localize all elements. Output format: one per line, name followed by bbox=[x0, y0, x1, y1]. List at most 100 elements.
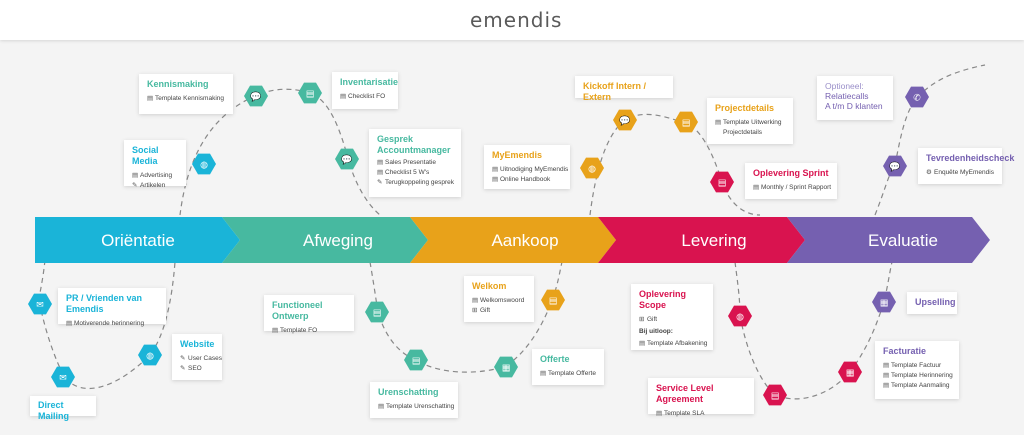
card-item: User Cases bbox=[188, 355, 222, 362]
svg-text:💬: 💬 bbox=[341, 154, 352, 166]
globe-icon: ◍ bbox=[192, 153, 216, 175]
card-item: Template Afbakening bbox=[647, 340, 708, 347]
card-item: Welkomswoord bbox=[480, 297, 525, 304]
svg-text:💬: 💬 bbox=[250, 91, 261, 103]
svg-text:✉: ✉ bbox=[36, 301, 44, 311]
svg-text:✆: ✆ bbox=[913, 94, 921, 104]
card-offerte: Offerte ▤Template Offerte bbox=[532, 349, 604, 385]
card-inventarisatie: Inventarisatie ▤Checklist FO bbox=[332, 72, 398, 109]
card-item: Uitnodiging MyEmendis bbox=[500, 166, 569, 173]
card-projectdetails: Projectdetails ▤Template Uitwerking Proj… bbox=[707, 98, 793, 144]
document-icon: ▤ bbox=[710, 171, 734, 193]
stage-evaluatie bbox=[787, 217, 990, 263]
card-item: Projectdetails bbox=[723, 129, 763, 136]
gear-icon: ⚙ bbox=[926, 169, 932, 176]
document-icon: ▤ bbox=[340, 93, 347, 100]
card-upselling: Upselling bbox=[907, 292, 957, 314]
document-icon: ▤ bbox=[66, 320, 73, 327]
card-subheading: Bij uitloop: bbox=[639, 328, 673, 335]
svg-text:◍: ◍ bbox=[736, 313, 744, 323]
document-icon: ▤ bbox=[378, 403, 385, 410]
stage-label-orientatie: Oriëntatie bbox=[101, 231, 175, 250]
document-icon: ▤ bbox=[492, 166, 499, 173]
card-tevredenheidscheck: Tevredenheidscheck ⚙Enquête MyEmendis bbox=[918, 148, 1015, 184]
document-icon: ▤ bbox=[472, 297, 479, 304]
card-item: Gift bbox=[480, 307, 491, 314]
money-icon: ▦ bbox=[838, 361, 862, 383]
card-title: Upselling bbox=[915, 297, 956, 307]
mail-icon: ✉ bbox=[28, 293, 52, 315]
card-title: Oplevering Scope bbox=[639, 289, 687, 310]
phone-icon: ✆ bbox=[905, 86, 929, 108]
card-title: Service Level Agreement bbox=[656, 383, 714, 404]
emendis-logo[interactable]: emendis bbox=[470, 8, 563, 32]
document-icon: ▤ bbox=[639, 340, 646, 347]
svg-text:✉: ✉ bbox=[59, 374, 67, 384]
svg-text:▤: ▤ bbox=[682, 119, 691, 129]
card-title: MyEmendis bbox=[492, 150, 543, 160]
card-title: Welkom bbox=[472, 281, 507, 291]
document-icon: ▤ bbox=[656, 410, 663, 417]
globe-icon: ◍ bbox=[580, 157, 604, 179]
card-title: Tevredenheidscheck bbox=[926, 153, 1015, 163]
card-subtitle: A t/m D klanten bbox=[825, 101, 883, 111]
stage-label-levering: Levering bbox=[681, 231, 746, 250]
card-item: Artikelen bbox=[140, 182, 166, 189]
document-icon: ▤ bbox=[674, 111, 698, 133]
svg-text:▤: ▤ bbox=[718, 179, 727, 189]
card-item: Template Herinnering bbox=[891, 372, 953, 379]
card-item: Template FO bbox=[280, 327, 318, 334]
card-facturatie: Facturatie ▤Template Factuur ▤Template H… bbox=[875, 341, 959, 399]
card-item: Enquête MyEmendis bbox=[934, 169, 994, 176]
card-item: Template Factuur bbox=[891, 362, 942, 369]
card-website: Website ✎User Cases ✎SEO bbox=[172, 334, 222, 380]
chat-icon: 💬 bbox=[244, 85, 268, 107]
card-functioneel-ontwerp: Functioneel Ontwerp ▤Template FO bbox=[264, 295, 354, 334]
document-icon: ▤ bbox=[753, 184, 760, 191]
stage-afweging bbox=[222, 217, 428, 263]
stage-label-evaluatie: Evaluatie bbox=[868, 231, 938, 250]
globe-icon: ◍ bbox=[138, 344, 162, 366]
header: emendis bbox=[0, 0, 1024, 40]
card-title: Website bbox=[180, 339, 215, 349]
card-optioneel-relatiecalls: Optioneel: Relatiecalls A t/m D klanten bbox=[817, 76, 893, 120]
card-item: SEO bbox=[188, 365, 202, 372]
chat-icon: 💬 bbox=[335, 148, 359, 170]
svg-text:▦: ▦ bbox=[502, 364, 511, 374]
card-item: Online Handbook bbox=[500, 176, 551, 183]
card-item: Gift bbox=[647, 316, 658, 323]
card-item: Template Uitwerking bbox=[723, 119, 782, 126]
card-welkom: Welkom ▤Welkomswoord ⊞Gift bbox=[464, 276, 534, 322]
card-item: Checklist FO bbox=[348, 93, 386, 100]
gift-icon: ⊞ bbox=[472, 307, 478, 314]
card-title: Projectdetails bbox=[715, 103, 775, 113]
money-icon: ▦ bbox=[494, 356, 518, 378]
document-icon: ▤ bbox=[377, 169, 384, 176]
stage-label-afweging: Afweging bbox=[303, 231, 373, 250]
svg-text:▤: ▤ bbox=[306, 90, 315, 100]
card-title: Functioneel Ontwerp bbox=[272, 300, 323, 321]
card-item: Advertising bbox=[140, 172, 173, 179]
stage-orientatie bbox=[35, 217, 240, 263]
card-social-media: Social Media ▤Advertising ✎Artikelen bbox=[124, 140, 186, 189]
pencil-icon: ✎ bbox=[132, 182, 138, 189]
card-pr-vrienden: PR / Vrienden van Emendis ▤Motiverende h… bbox=[58, 288, 166, 327]
document-icon: ▤ bbox=[715, 119, 722, 126]
globe-icon: ◍ bbox=[728, 305, 752, 327]
card-title-line2: Accountmanager bbox=[377, 145, 451, 155]
card-item: Template Kennismaking bbox=[155, 95, 225, 102]
svg-text:▤: ▤ bbox=[771, 392, 780, 402]
card-item: Template Aanmaling bbox=[891, 382, 950, 389]
card-item: Template Offerte bbox=[548, 370, 596, 377]
card-title: Urenschatting bbox=[378, 387, 439, 397]
document-icon: ▤ bbox=[377, 159, 384, 166]
card-title: PR / Vrienden van Emendis bbox=[66, 293, 143, 314]
mail-icon: ✉ bbox=[51, 366, 75, 388]
card-oplevering-scope: Oplevering Scope ⊞Gift Bij uitloop: ▤Tem… bbox=[631, 284, 713, 350]
svg-text:💬: 💬 bbox=[619, 115, 630, 127]
card-item: Sales Presentatie bbox=[385, 159, 436, 166]
document-icon: ▤ bbox=[541, 289, 565, 311]
svg-text:▦: ▦ bbox=[846, 369, 855, 379]
